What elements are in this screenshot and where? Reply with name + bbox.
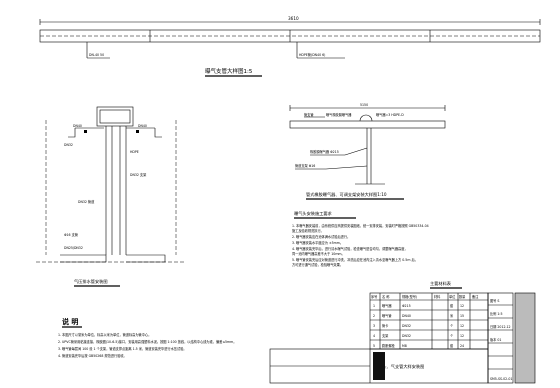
install-note-6: 同一池内曝气器高差不大于 10mm。 xyxy=(292,251,345,256)
install-note-2: 施工及验收规范执行。 xyxy=(292,228,324,233)
table-cell: 个 xyxy=(450,324,454,328)
table-cell: 2 xyxy=(373,314,375,318)
top-title: 曝气支管大样图1:5 xyxy=(205,67,253,75)
drain-detail: DN40 DN40 DN32 HDPE DN32 支架 DN32 管道 Φ16 … xyxy=(36,106,186,287)
top-label-right: HDPE管(DN40 6) xyxy=(299,52,325,57)
install-note-7: 5. 曝气管安装完后应对管道进行冲洗，冲洗后应在池内注入清水至曝气器上方 0.5… xyxy=(292,257,418,262)
right-label-2: 曝气橡胶膜曝气器 xyxy=(326,112,352,117)
table-cell: Φ215 xyxy=(402,304,411,308)
right-dimension: 5150 xyxy=(360,103,368,107)
title-code: SM5-SS-02-01 xyxy=(490,377,512,381)
table-row: 1 曝气器 Φ215 套 12 xyxy=(373,303,464,308)
right-title: 管式橡胶曝气器、可调支架安装大样图1:10 xyxy=(306,191,387,198)
table-cell: 12 xyxy=(460,334,464,338)
table-header-name: 名 称 xyxy=(382,294,390,299)
notes-heading: 说 明 xyxy=(62,317,78,326)
note-3: 3. 曝气管每层间 100 设 1 个支架，管道支撑点距离 1.5 米，管道安装… xyxy=(58,346,187,351)
install-note-4: 3. 曝气器安装水平度应为 ±5mm。 xyxy=(292,240,343,245)
right-label-3: 曝气器=3 HDPE-D xyxy=(376,112,404,117)
left-label-6: DN32 管道 xyxy=(78,199,95,204)
note-4: 4. 管道安装完毕后按 GB50268 规范进行验收。 xyxy=(58,353,127,358)
title-project: 曝气头、气支管大样安装图 xyxy=(374,363,424,370)
table-cell: DN40 xyxy=(402,314,411,318)
table-cell: 米 xyxy=(450,313,454,318)
title-block: 图号 S 比例 1:5 日期 2012.12 版本 01 SM5-SS-02-0… xyxy=(269,292,536,384)
notes-section: 说 明 1. 本图尺寸以毫米为单位，标高以米为单位，管道标高为管中心。 2. U… xyxy=(58,317,236,358)
table-header-unit: 单位 xyxy=(449,294,456,299)
table-title: 主要材料表 xyxy=(430,280,452,287)
left-label-4: HDPE xyxy=(130,150,139,154)
table-cell: DN32 xyxy=(402,324,411,328)
table-row: 2 曝气管 DN40 米 15 xyxy=(373,313,464,318)
left-label-7: Φ16 支管 xyxy=(64,232,78,237)
table-cell: 3 xyxy=(373,324,375,328)
top-dimension: 3610 xyxy=(288,16,299,21)
left-title: 气压排水管安装图 xyxy=(74,278,108,285)
table-cell: 曝气管 xyxy=(382,313,392,318)
table-cell: M8 xyxy=(402,344,407,348)
title-field-4: 版本 01 xyxy=(490,337,501,342)
table-header-material: 材料 xyxy=(434,294,441,299)
table-cell: 套 xyxy=(450,303,454,308)
install-note-1: 1. 本曝气器安装前，由系统供应商提供安装图纸，统一安排安装，安装时严格按照 G… xyxy=(292,223,429,228)
table-cell: DN32 xyxy=(402,334,411,338)
table-header-spec: 规格(型号) xyxy=(402,294,417,299)
table-cell: 套 xyxy=(450,343,454,348)
table-cell: 12 xyxy=(460,324,464,328)
title-field-3: 日期 2012.12 xyxy=(490,324,511,329)
materials-table: 主要材料表 序号 名 称 规格(型号) 材料 单位 数量 备注 1 曝气器 Φ2… xyxy=(369,280,489,350)
right-label-1: 管支管 xyxy=(304,112,314,117)
table-row: 5 膨胀螺栓 M8 套 24 xyxy=(373,343,464,348)
left-label-2: DN40 xyxy=(138,124,147,128)
table-cell: 膨胀螺栓 xyxy=(382,343,396,348)
top-pipe-detail: 3610 DN-40 50 HDPE管(DN40 6) 曝气支管大样图1:5 xyxy=(39,16,541,77)
table-cell: 管卡 xyxy=(382,323,389,328)
table-row: 3 管卡 DN32 个 12 xyxy=(373,323,464,328)
table-cell: 个 xyxy=(450,334,454,338)
install-heading: 曝气头安装施工要求 xyxy=(294,210,333,217)
left-label-3: DN32 xyxy=(64,143,73,147)
right-label-5: 管道支架 Φ16 xyxy=(295,163,315,168)
install-note-8: 方可进行通气试验，检验曝气效果。 xyxy=(292,262,343,267)
table-header-no: 序号 xyxy=(371,294,377,299)
top-label-left: DN-40 50 xyxy=(89,53,104,57)
table-cell: 支架 xyxy=(382,333,389,338)
table-header-remark: 备注 xyxy=(472,294,479,299)
left-label-8: DN25/DN32 xyxy=(64,246,83,250)
left-label-5: DN32 支架 xyxy=(130,172,147,177)
table-header-qty: 数量 xyxy=(459,294,466,299)
table-cell: 15 xyxy=(460,314,464,318)
table-cell: 24 xyxy=(460,344,464,348)
right-label-4: 橡胶膜曝气器 Φ215 xyxy=(310,149,339,154)
table-cell: 4 xyxy=(373,334,375,338)
title-field-2: 比例 1:5 xyxy=(490,311,503,316)
install-note-5: 4. 曝气器安装完毕后，进行清水曝气试验，检查曝气是否均匀，调整曝气器高度， xyxy=(292,246,408,251)
left-label-1: DN40 xyxy=(73,124,82,128)
aerator-detail: 5150 管支管 曝气橡胶膜曝气器 曝气器=3 HDPE-D 橡胶膜曝气器 Φ2… xyxy=(289,103,446,200)
note-2: 2. UPVC管采用粘接连接，橡胶圈(10-6-5)接口，安装用高强塑料水泥。按… xyxy=(58,339,236,344)
install-note-3: 2. 曝气器安装应在池体满水试验后进行。 xyxy=(292,234,350,239)
note-1: 1. 本图尺寸以毫米为单位，标高以米为单位，管道标高为管中心。 xyxy=(58,332,151,337)
table-cell: 曝气器 xyxy=(382,303,392,308)
table-cell: 1 xyxy=(373,304,375,308)
table-cell: 5 xyxy=(373,344,375,348)
title-field-1: 图号 S xyxy=(490,298,499,303)
table-row: 4 支架 DN32 个 12 xyxy=(373,333,464,338)
table-cell: 12 xyxy=(460,304,464,308)
install-notes-section: 曝气头安装施工要求 1. 本曝气器安装前，由系统供应商提供安装图纸，统一安排安装… xyxy=(292,210,429,267)
